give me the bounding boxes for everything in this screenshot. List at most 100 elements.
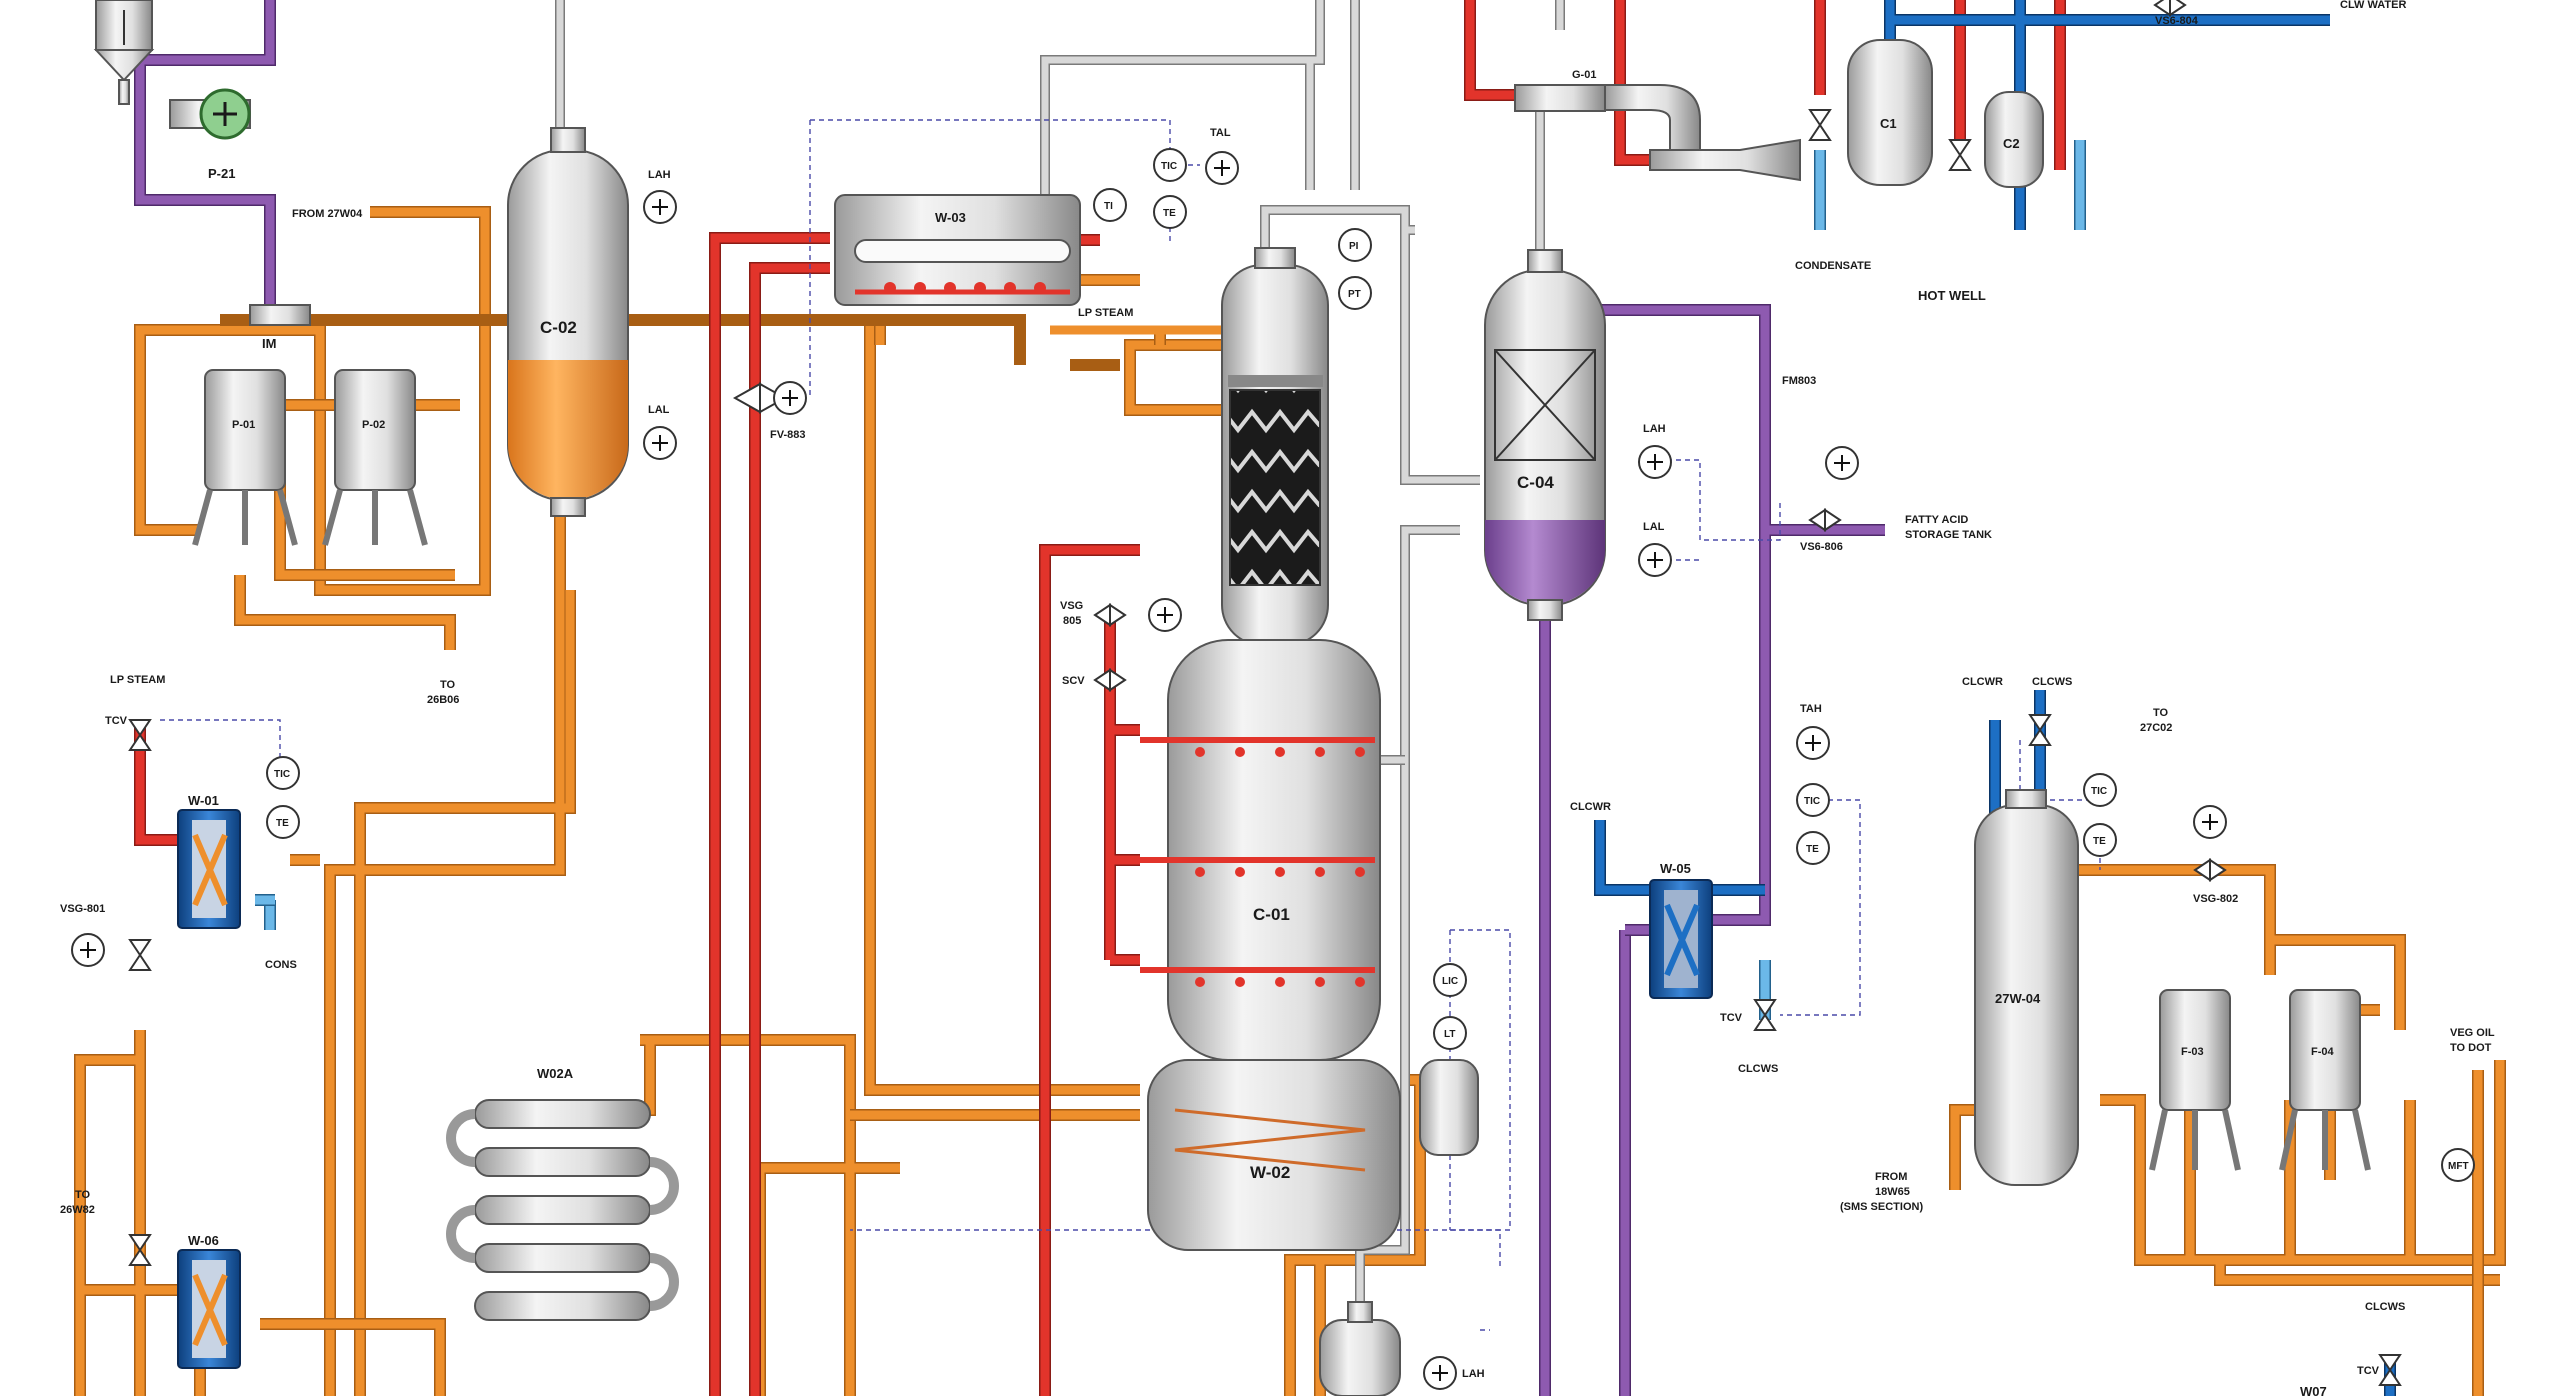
to-26b06-2: 26B06 [427,694,459,706]
lal-c02-label: LAL [648,404,670,416]
te-w04-icon [2083,823,2117,857]
w02a-label: W02A [537,1066,574,1081]
w05-label: W-05 [1660,861,1691,876]
vessel-c04: C-04 [1484,249,1606,621]
te-w01-icon [266,805,300,839]
tic-w05-icon [1796,783,1830,817]
valve-vs6804-icon [2153,0,2187,17]
clcwr-right: CLCWR [1962,676,2003,688]
fatty-acid-2: STORAGE TANK [1905,529,1992,541]
level-pot [1419,1059,1479,1156]
exchanger-27w04: 27W-04 [1974,789,2079,1186]
vsg802-label: VSG-802 [2193,893,2238,905]
tic-w01: TIC [274,769,290,780]
valve-vsg802-icon [2193,858,2227,882]
to-26b06-1: TO [440,679,456,691]
f03-label: F-03 [2181,1046,2204,1058]
valve-w06-icon [128,1234,152,1266]
mft-icon [2441,1148,2475,1182]
f04-label: F-04 [2311,1046,2335,1058]
fm803-label: FM803 [1782,375,1816,387]
te-w01: TE [276,818,289,829]
lp-steam-w03: LP STEAM [1078,307,1133,319]
exchanger-w06: W-06 [177,1233,241,1369]
clcws-w05: CLCWS [1738,1063,1778,1075]
column-c01: C-01 W-02 [1140,247,1401,1251]
exchanger-w01: W-01 [177,793,241,929]
fv883-label: FV-883 [770,429,805,441]
lic: LIC [1442,976,1458,987]
filters-p01-p02: IM P-01 P-02 [192,304,428,546]
valve-fv883-icon [732,382,788,414]
lal-c04-label: LAL [1643,521,1665,533]
orange-process-pipes [74,206,2506,1396]
to-26w82-1: TO [75,1189,91,1201]
te-w04: TE [2093,836,2106,847]
g01-label: G-01 [1572,69,1596,81]
c2-label: C2 [2003,136,2020,151]
valve-c1-icon [1808,109,1832,141]
lp-steam-left: LP STEAM [110,674,165,686]
veg-oil-1: VEG OIL [2450,1027,2495,1039]
te-w03-icon [1153,195,1187,229]
w02-label: W-02 [1250,1163,1290,1182]
gray-vapour-pipes [555,0,1565,1396]
ti-w03: TI [1104,201,1113,212]
te-w05-icon [1796,831,1830,865]
valve-tcv-bottom-icon [2378,1354,2402,1386]
te-w03: TE [1163,208,1176,219]
bottom-receiver [1319,1301,1401,1396]
w01-label: W-01 [188,793,219,808]
veg-oil-2: TO DOT [2450,1042,2492,1054]
to-27c02-1: TO [2153,707,2169,719]
clcwr-left: CLCWR [1570,801,1611,813]
exchanger-w05: W-05 [1649,861,1713,999]
cond-label: CONS [265,959,297,971]
lah-bottom-label: LAH [1462,1368,1485,1380]
p01-label: P-01 [232,419,255,431]
ejector-g01: G-01 [1514,69,1801,182]
vsg805-label-2: 805 [1063,615,1081,627]
tcv-w05-label: TCV [1720,1012,1743,1024]
w07-label: W07 [2300,1384,2327,1396]
tic-w04-icon [2083,773,2117,807]
clw-water: CLW WATER [2340,0,2406,11]
clcws-bottom: CLCWS [2365,1301,2405,1313]
from-18w65-3: (SMS SECTION) [1840,1201,1923,1213]
tic-w03-icon [1153,148,1187,182]
exchanger-w02a: W02A [446,1066,679,1321]
labels: LAH LAL TAL LAH LAL TAH LAH FV-883 VSG 8… [60,0,2495,1396]
to-26w82-2: 26W82 [60,1204,95,1216]
valve-scv-icon [1093,668,1127,692]
tal-label: TAL [1210,127,1231,139]
lah-c04-label: LAH [1643,423,1666,435]
condensate: CONDENSATE [1795,260,1871,272]
w06-label: W-06 [188,1233,219,1248]
tah-label: TAH [1800,703,1822,715]
red-steam-pipes [134,0,2066,1396]
valve-tcv-w01-icon [128,719,152,751]
tic-w04: TIC [2091,786,2107,797]
pt-c01-icon [1338,276,1372,310]
pi-c01-icon [1338,228,1372,262]
vs6804-label: VS6-804 [2155,15,2199,27]
valve-tcv-w05-icon [1753,999,1777,1031]
lah-c02-label: LAH [648,169,671,181]
scv-label: SCV [1062,675,1085,687]
vessel-c02: C-02 [507,127,629,517]
from-27w04: FROM 27W04 [292,208,363,220]
lt: LT [1444,1029,1455,1040]
vsg801-label: VSG-801 [60,903,105,915]
ti-w03-icon [1093,188,1127,222]
from-18w65-1: FROM [1875,1171,1907,1183]
vsg805-label-1: VSG [1060,600,1083,612]
valve-clcws-right-icon [2028,714,2052,746]
c01-label: C-01 [1253,905,1290,924]
valve-vsg805-icon [1093,603,1127,627]
fatty-acid-1: FATTY ACID [1905,514,1968,526]
lic-icon [1433,963,1467,997]
from-18w65-2: 18W65 [1875,1186,1910,1198]
tic-w03: TIC [1161,161,1177,172]
im-label: IM [262,336,276,351]
